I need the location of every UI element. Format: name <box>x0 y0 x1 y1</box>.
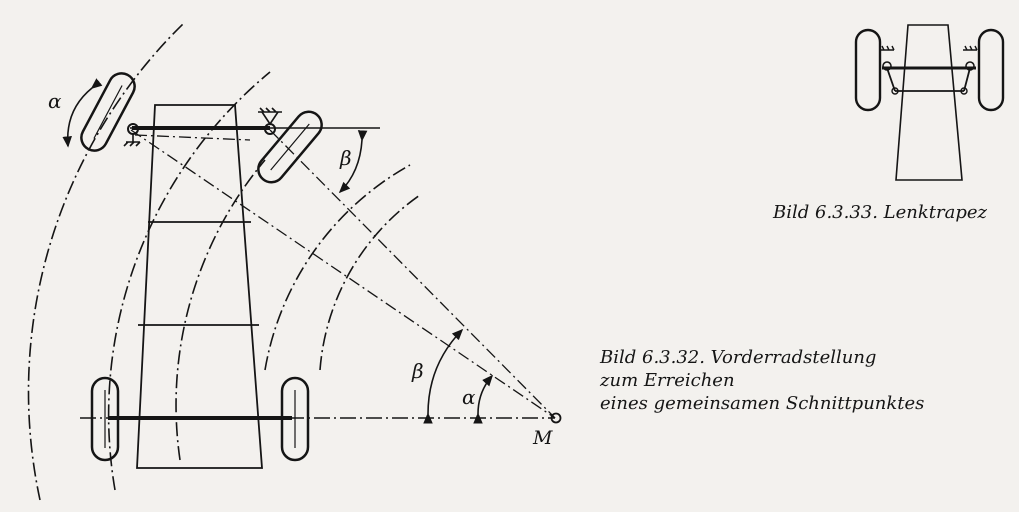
mid-arc <box>175 159 266 461</box>
caption-fig-6-3-33: Bild 6.3.33. Lenktrapez <box>773 202 988 223</box>
lenktrapez-diagram <box>854 24 1005 181</box>
caption-fig-6-3-32-line3: eines gemeinsamen Schnittpunktes <box>600 393 925 414</box>
line-right-wheel-to-M <box>269 129 556 419</box>
caption-fig-6-3-32-line2: zum Erreichen <box>600 370 735 391</box>
beta-center-arc <box>423 328 464 424</box>
inner-arc-2 <box>319 194 421 371</box>
car-body <box>136 104 263 469</box>
beta-top-arc <box>338 130 368 194</box>
beta-top-label: β <box>339 146 352 170</box>
rear-left-wheel <box>90 376 120 462</box>
beta-center-label: β <box>411 359 424 383</box>
rear-right-wheel <box>280 376 310 462</box>
alpha-top-label: α <box>48 89 62 113</box>
turning-arcs <box>27 21 421 501</box>
front-right-wheel <box>257 110 323 184</box>
line-left-wheel-to-M <box>130 129 556 419</box>
alpha-top-arc <box>62 78 103 148</box>
outer-arc-2 <box>107 71 271 491</box>
left-kingpin <box>123 123 141 147</box>
center-point-label: M <box>532 427 553 449</box>
caption-fig-6-3-32-line1: Bild 6.3.32. Vorderradstellung <box>600 347 877 368</box>
alpha-center-label: α <box>462 385 476 409</box>
inner-arc-1 <box>264 164 411 371</box>
alpha-center-arc <box>473 374 494 424</box>
construction-lines <box>130 129 556 419</box>
center-point-M <box>550 412 562 424</box>
right-kingpin <box>258 107 282 135</box>
outer-arc-1 <box>27 21 186 501</box>
